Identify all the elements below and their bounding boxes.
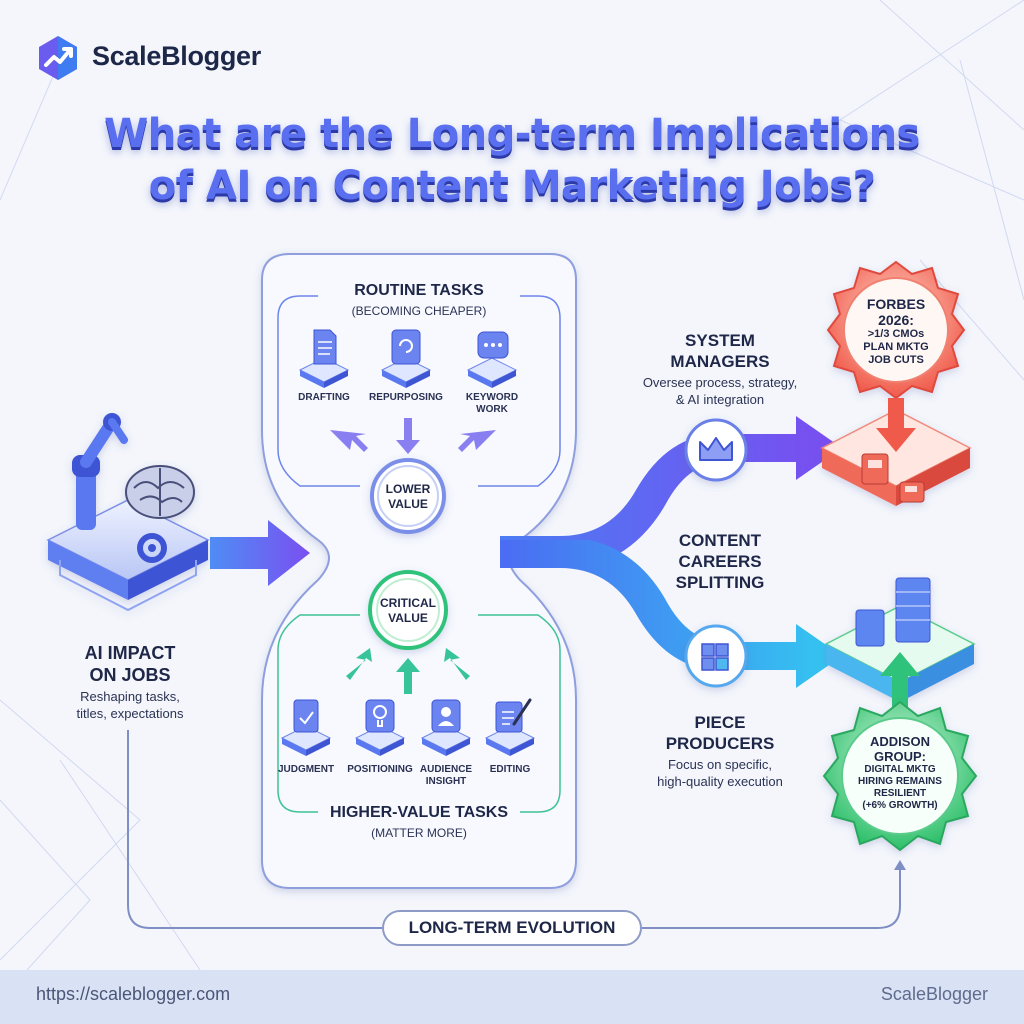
routine-subtitle: (BECOMING CHEAPER)	[351, 304, 487, 318]
positioning-label: POSITIONING	[347, 764, 413, 775]
lower-value-circle	[370, 458, 446, 534]
evolution-label: LONG-TERM EVOLUTION	[382, 910, 642, 946]
brand-name: ScaleBlogger	[92, 40, 261, 71]
repurposing-label: REPURPOSING	[369, 392, 443, 403]
evolution-connector	[127, 730, 901, 929]
split-arrow-top	[500, 416, 842, 566]
drafting-label: DRAFTING	[298, 392, 350, 403]
positioning-tile	[354, 699, 406, 756]
routine-bracket	[277, 295, 561, 487]
split-arrow-bottom	[500, 540, 842, 688]
drafting-tile	[298, 329, 350, 388]
audience-insight-tile	[420, 699, 472, 756]
decorative-lines	[0, 0, 1024, 1001]
impact-description: Reshaping tasks,titles, expectations	[76, 689, 184, 721]
puzzle-icon	[701, 643, 729, 671]
forbes-arrow	[876, 398, 916, 452]
impact-arrow	[210, 520, 310, 586]
critical-value-circle	[368, 570, 448, 650]
footer-url[interactable]: https://scaleblogger.com	[36, 984, 231, 1004]
repurposing-tile	[380, 329, 432, 388]
judgment-label: JUDGMENT	[277, 764, 335, 775]
page-title: What are the Long-term Implications of A…	[104, 111, 920, 209]
ai-robot-illustration	[46, 413, 210, 612]
producers-description: Focus on specific,high-quality execution	[657, 757, 783, 789]
higher-arrows	[346, 648, 470, 694]
managers-description: Oversee process, strategy,& AI integrati…	[642, 375, 798, 407]
keyword-tile	[466, 331, 518, 388]
routine-arrows	[330, 418, 496, 454]
footer-brand: ScaleBlogger	[880, 984, 988, 1004]
higher-subtitle: (MATTER MORE)	[371, 826, 467, 840]
growth-platform	[824, 577, 976, 702]
editing-tile	[484, 698, 536, 756]
brand-logo-icon	[39, 36, 77, 80]
footer-bar	[0, 970, 1024, 1024]
higher-title: HIGHER-VALUE TASKS	[329, 804, 509, 821]
higher-bracket	[277, 614, 561, 813]
editing-label: EDITING	[489, 764, 531, 775]
brand: ScaleBlogger	[36, 32, 261, 80]
crown-icon	[699, 437, 733, 461]
routine-title: ROUTINE TASKS	[354, 282, 484, 299]
judgment-tile	[280, 699, 332, 756]
growth-arrow	[880, 652, 920, 720]
